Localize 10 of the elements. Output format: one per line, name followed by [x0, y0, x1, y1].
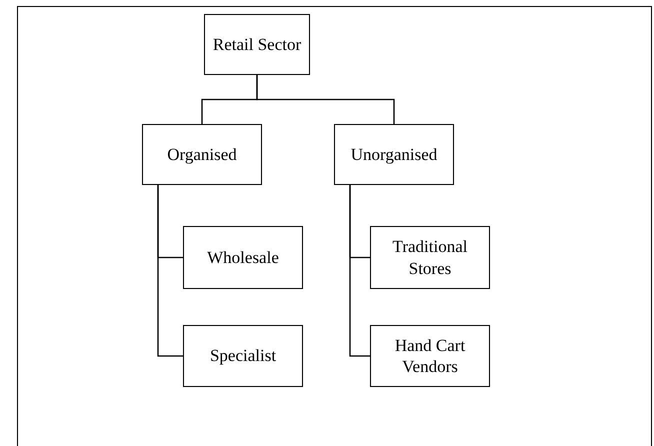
category-box: Retail Sector — [204, 14, 310, 75]
connector-line — [349, 185, 370, 357]
category-box: Unorganised — [334, 124, 454, 185]
category-box: Traditional Stores — [370, 226, 490, 289]
category-box: Hand Cart Vendors — [370, 325, 490, 387]
category-box: Organised — [142, 124, 262, 185]
category-box: Specialist — [183, 325, 303, 387]
category-box: Wholesale — [183, 226, 303, 289]
connector-line — [157, 185, 183, 357]
connector-line — [256, 75, 395, 124]
